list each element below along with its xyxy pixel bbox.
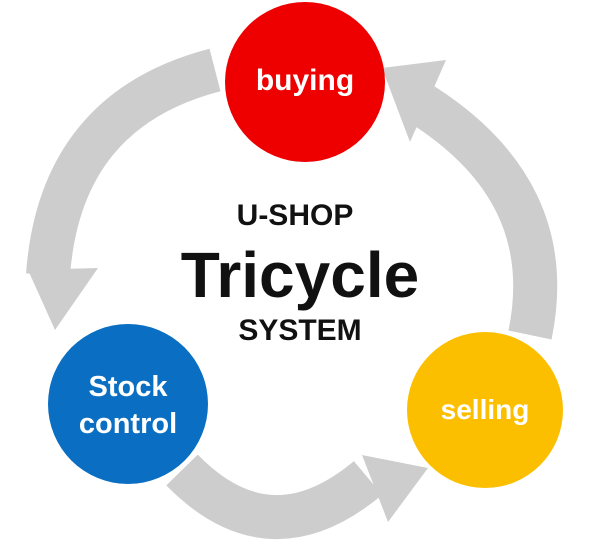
arrow-stock-to-selling — [166, 454, 428, 539]
node-stock-control: Stock control — [48, 324, 208, 484]
node-selling-label: selling — [441, 394, 530, 425]
center-title-bottom: SYSTEM — [238, 314, 361, 347]
arrow-buying-to-stock — [26, 48, 221, 330]
node-stock-label-line1: Stock — [89, 371, 169, 403]
node-stock-label-line2: control — [79, 408, 177, 440]
arrow-selling-to-buying — [382, 60, 558, 340]
center-title-top: U-SHOP — [237, 199, 354, 232]
node-buying-label: buying — [256, 64, 354, 97]
node-buying: buying — [225, 2, 385, 162]
center-title-main: Tricycle — [181, 239, 419, 311]
node-selling: selling — [407, 332, 563, 488]
